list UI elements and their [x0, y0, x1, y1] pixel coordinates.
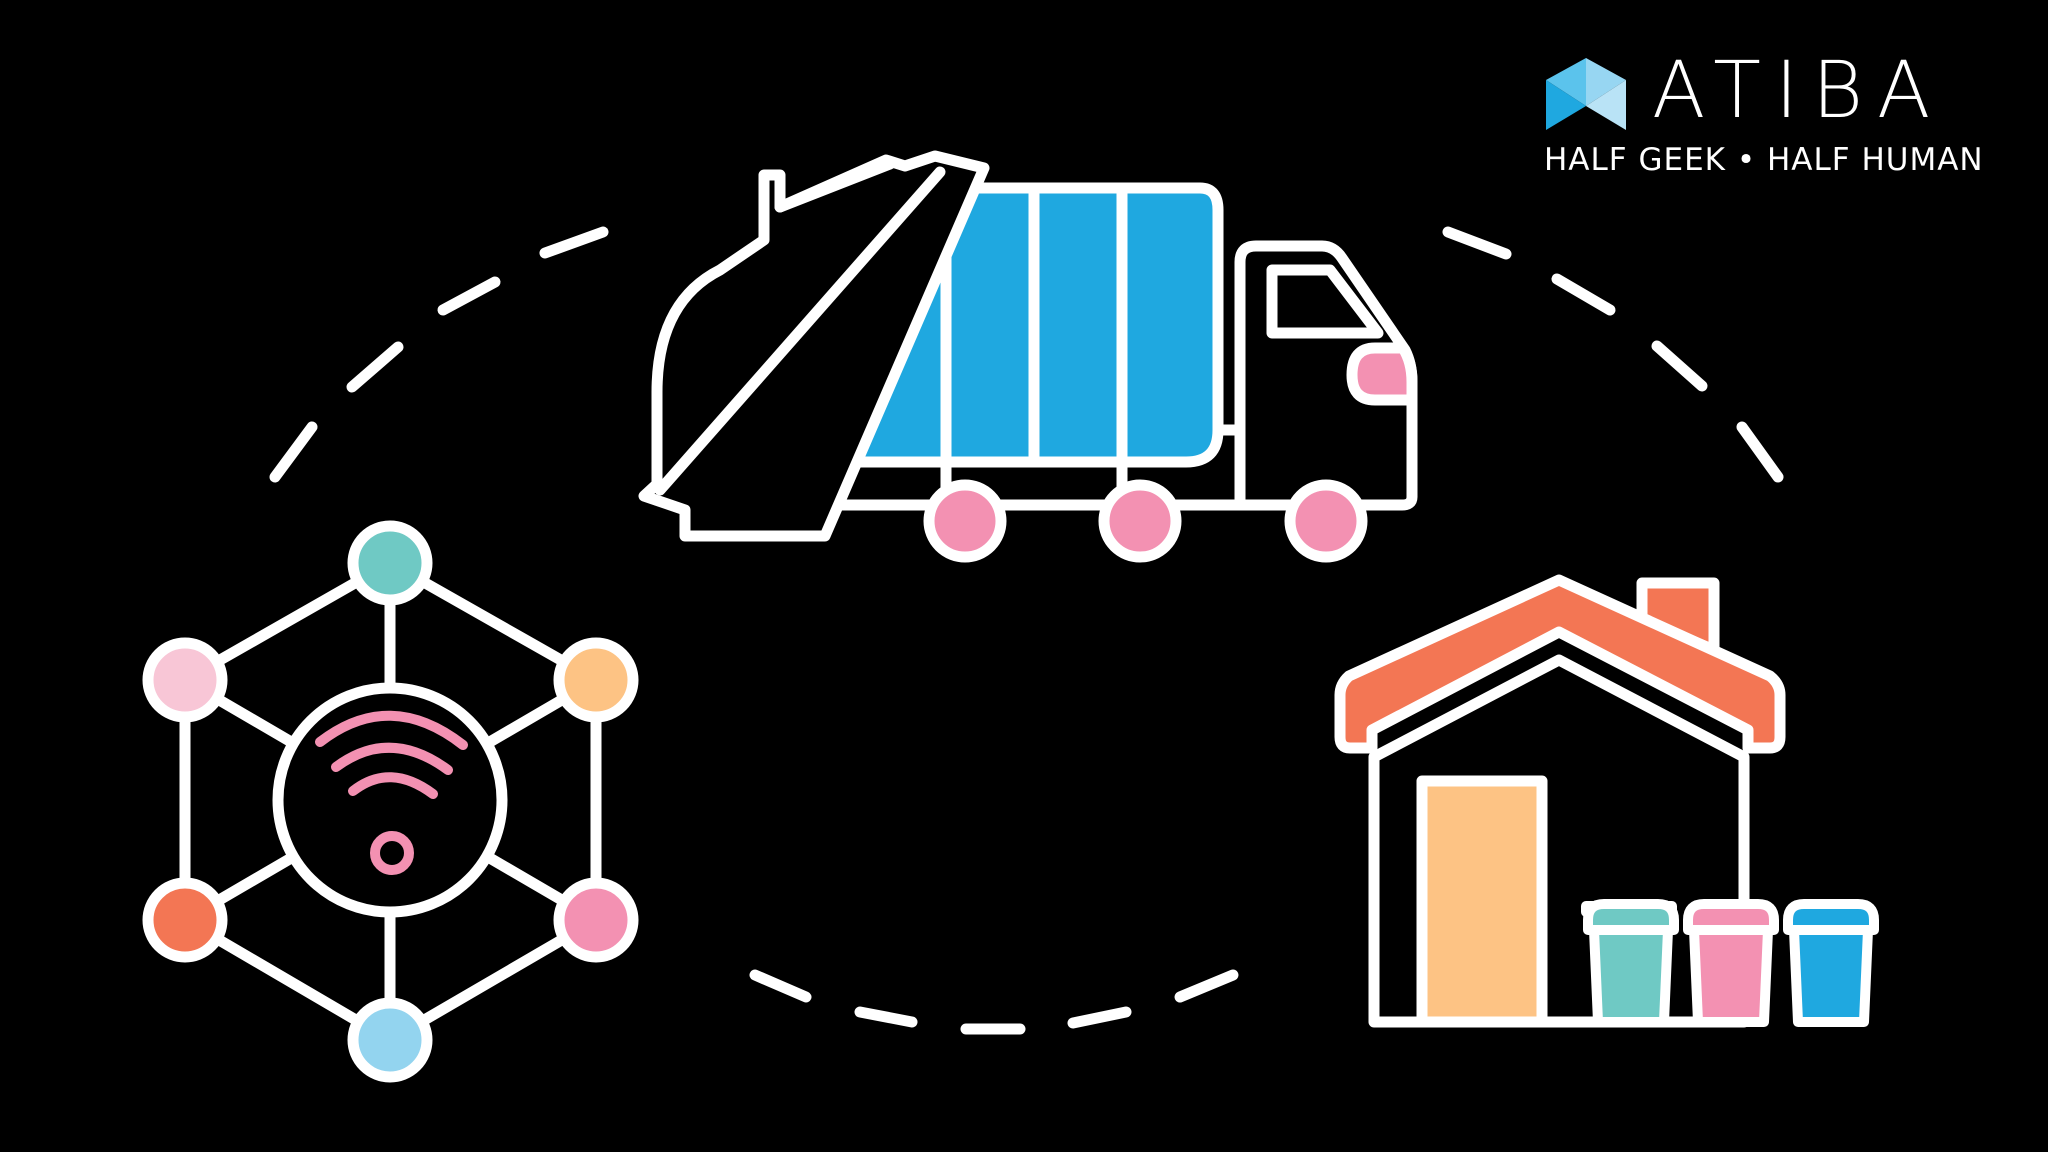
brand-name: ATIBA	[1652, 46, 1945, 136]
network-hub-icon	[142, 520, 639, 1083]
dashed-cycle-path	[269, 226, 1784, 1035]
trash-bin-icon	[1581, 899, 1879, 1027]
brand-tagline: HALF GEEK • HALF HUMAN	[1544, 142, 1984, 178]
atiba-logo[interactable]: ATIBA HALF GEEK • HALF HUMAN	[1540, 46, 2000, 182]
wifi-icon	[315, 710, 468, 875]
garbage-truck-icon	[638, 150, 1418, 563]
atiba-mark-icon	[1546, 58, 1626, 130]
